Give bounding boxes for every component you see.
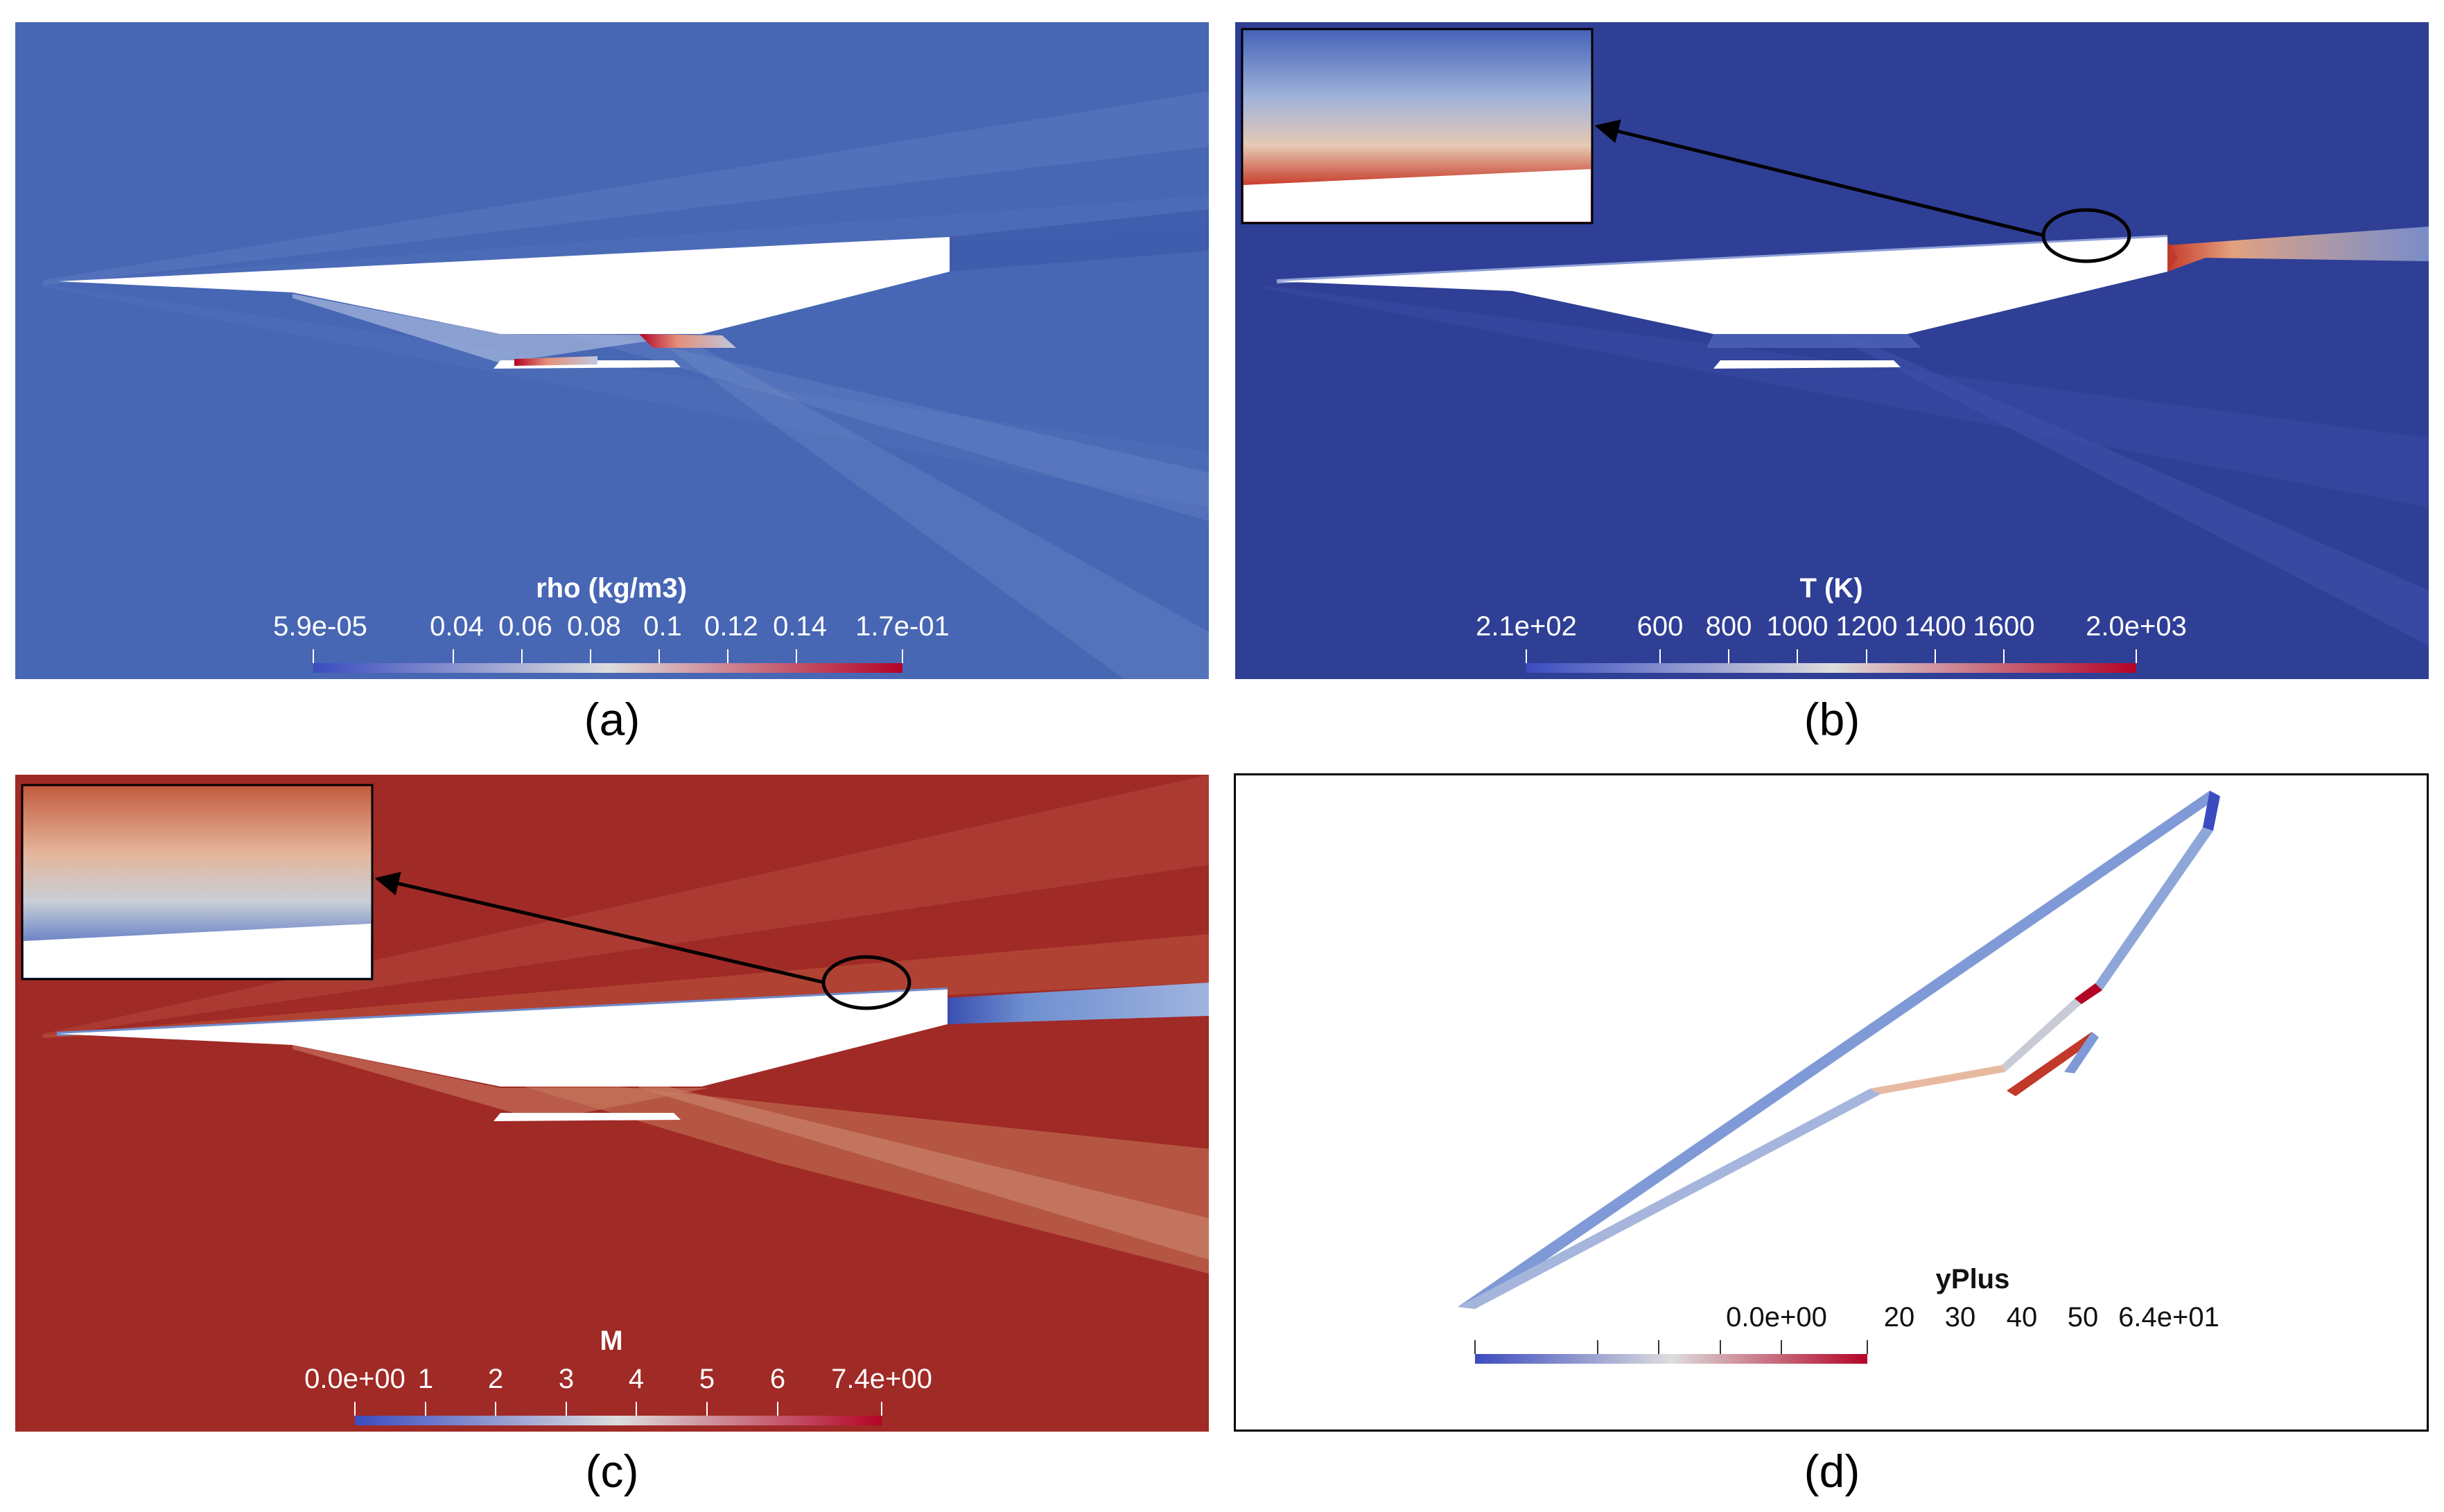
nozzle-strip (2095, 827, 2213, 990)
combustor-hot-strip (2075, 983, 2102, 1004)
colorbar-tick-label: 5.9e-05 (273, 611, 367, 642)
inset-frame (1241, 28, 1594, 225)
colorbar-tick-label: 0.0e+00 (304, 1364, 405, 1394)
panel-a-density-contour: rho (kg/m3) 5.9e-05 0.04 0.06 0.08 0.1 0… (15, 22, 1209, 679)
caption-b: (b) (1804, 694, 1860, 745)
upper-surface-strip (1458, 791, 2220, 1309)
zoom-arrow (1594, 119, 2045, 238)
colorbar-ticks (1474, 1340, 1868, 1354)
colorbar-tick-label: 20 (1883, 1302, 1915, 1333)
panel-c-mach-contour: M 0.0e+00 1 2 3 4 5 6 7.4e+00 (15, 775, 1209, 1432)
nozzle-shock-band (639, 320, 1209, 679)
colorbar-gradient (313, 663, 902, 673)
base-wake (948, 209, 1209, 272)
colorbar-tick-label: 2.1e+02 (1476, 611, 1577, 642)
ramp-compression (293, 1045, 708, 1121)
panel-b-temperature-contour: T (K) 2.1e+02 600 800 1000 1200 1400 160… (1235, 22, 2429, 679)
vehicle-body (58, 990, 948, 1087)
colorbar-tick-label: 40 (2006, 1302, 2038, 1333)
ramp-hot-spot (639, 334, 736, 348)
nozzle-shock-band (639, 1080, 1209, 1260)
colorbar-gradient (1475, 1354, 1867, 1364)
upper-shock-band (43, 91, 1209, 285)
panel-d-yplus-surface: yPlus 0.0e+00 20 30 40 50 6.4e+01 (1234, 773, 2429, 1432)
ramp-compression (293, 294, 722, 363)
colorbar-tick-label: 600 (1636, 611, 1684, 642)
colorbar-tick-label: 800 (1705, 611, 1752, 642)
colorbar-tick-label: 7.4e+00 (831, 1364, 932, 1394)
caption-c: (c) (585, 1445, 639, 1497)
colorbar-tick-label: 0.12 (704, 611, 758, 642)
colorbar-ticks (354, 1402, 882, 1416)
colorbar-tick-label: 50 (2067, 1302, 2099, 1333)
density-field (43, 91, 1209, 679)
lower-shock-band (1263, 285, 2429, 507)
colorbar-title: rho (kg/m3) (536, 573, 687, 604)
colorbar-gradient (355, 1416, 882, 1425)
lower-shock-band (43, 284, 1209, 507)
inset-wall (1243, 169, 1591, 222)
colorbar-tick-label: 1.7e-01 (855, 611, 950, 642)
hot-wake (2167, 227, 2429, 272)
colorbar-title: yPlus (1935, 1264, 2010, 1294)
mach-field (21, 775, 1209, 1425)
vehicle-body (1278, 237, 2167, 334)
colorbar-tick-label: 0.1 (643, 611, 682, 642)
boundary-layer (56, 987, 948, 1036)
colorbar-title: M (600, 1326, 623, 1356)
forebody-lower-strip (1458, 1089, 1880, 1309)
colorbar-tick-label: 1400 (1904, 611, 1966, 642)
colorbar-tick-label: 0.08 (567, 611, 621, 642)
inset-frame (21, 784, 374, 981)
colorbar-ticks (1526, 649, 2137, 663)
nozzle-shock-band (1831, 327, 2429, 646)
low-mach-wake (948, 983, 1209, 1024)
yplus-field (1458, 791, 2220, 1364)
colorbar-tick-label: 0.0e+00 (1726, 1302, 1827, 1333)
colorbar-tick-label: 5 (699, 1364, 715, 1394)
cowl-inner-strip (2064, 1032, 2099, 1073)
colorbar-tick-label: 1000 (1766, 611, 1828, 642)
boundary-layer (1276, 235, 2168, 283)
base-edge-strip (2203, 791, 2220, 831)
colorbar-tick-label: 1 (417, 1364, 434, 1394)
colorbar-tick-label: 1200 (1835, 611, 1898, 642)
ramp-strip (1870, 1065, 2005, 1094)
inset-wall (24, 924, 371, 978)
colorbar-title: T (K) (1799, 573, 1863, 604)
ramp-shock-band (431, 292, 1209, 521)
upper-shock-band-2 (43, 195, 1209, 284)
colorbar-tick-label: 0.04 (430, 611, 484, 642)
colorbar-tick-label: 6 (769, 1364, 786, 1394)
colorbar-tick-label: 4 (628, 1364, 645, 1394)
colorbar-tick-label: 2 (487, 1364, 504, 1394)
caption-d: (d) (1804, 1445, 1860, 1497)
colorbar-tick-label: 3 (558, 1364, 575, 1394)
cowl (494, 1113, 681, 1121)
combustor-strip (2002, 999, 2081, 1072)
colorbar-gradient (1526, 663, 2136, 673)
vehicle-body (58, 237, 950, 334)
colorbar-tick-label: 6.4e+01 (2118, 1302, 2219, 1333)
colorbar-ticks (313, 649, 903, 663)
upper-shock-band-2 (43, 934, 1209, 1038)
cowl-strip (2007, 1032, 2099, 1096)
caption-a: (a) (584, 694, 640, 745)
colorbar-tick-label: 0.14 (773, 611, 827, 642)
cowl (1713, 360, 1901, 369)
cowl-hot-region (514, 356, 597, 366)
ramp-band (1707, 334, 1921, 348)
temperature-field (1241, 28, 2429, 673)
colorbar-tick-label: 0.06 (498, 611, 552, 642)
colorbar-tick-label: 1600 (1973, 611, 2035, 642)
colorbar-tick-label: 2.0e+03 (2086, 611, 2187, 642)
colorbar-tick-label: 30 (1944, 1302, 1976, 1333)
zoom-arrow (374, 872, 826, 985)
expansion-fan (487, 1073, 1209, 1274)
